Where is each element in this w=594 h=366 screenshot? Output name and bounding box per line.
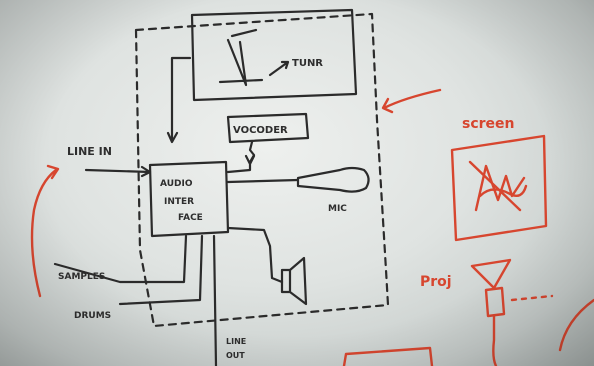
right-edge-curve: [560, 300, 594, 350]
bottom-red-box: [344, 348, 432, 366]
audio-interface-label-line3: FACE: [178, 213, 203, 223]
drums-wire: [120, 236, 202, 304]
feedback-arrow: [32, 166, 58, 296]
screen-box: [452, 136, 546, 240]
projector-beam: [512, 296, 552, 300]
screen-sketch: [470, 162, 526, 210]
audio-interface-label-line2: INTER: [164, 197, 194, 207]
screen-label: screen: [462, 116, 515, 132]
tuner-needle: [220, 30, 262, 85]
tuner-pointer-arrow: [270, 62, 288, 75]
audio-interface-label-line1: AUDIO: [160, 179, 193, 189]
line-in-label: LINE IN: [67, 145, 112, 158]
speaker-icon: [282, 258, 306, 304]
dashed-enclosure: [136, 14, 388, 326]
mic-label: MIC: [328, 204, 347, 214]
line-out-label-line2: OUT: [226, 351, 245, 360]
tuner-to-interface-line: [168, 58, 190, 142]
projector-stand: [493, 316, 496, 366]
screen-arrow: [383, 90, 440, 112]
line-out-label-line1: LINE: [226, 337, 246, 346]
tuner-label: TUNR: [292, 58, 323, 69]
projector-icon: [472, 260, 510, 316]
proj-label: Proj: [420, 274, 452, 290]
line-in-wire: [86, 167, 150, 176]
mic-icon: [298, 168, 369, 192]
mic-wire: [228, 180, 298, 182]
vocoder-label: VOCODER: [233, 125, 288, 136]
drums-label: DRUMS: [74, 311, 111, 321]
vocoder-to-interface-line: [228, 142, 254, 172]
speaker-wire: [228, 228, 282, 282]
line-out-wire: [214, 236, 216, 366]
